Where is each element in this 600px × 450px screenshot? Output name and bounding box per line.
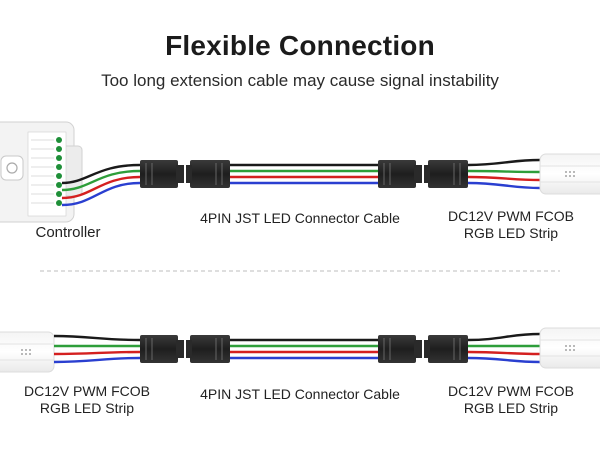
jst-connector-1 [140,160,184,188]
page-title: Flexible Connection [165,30,435,61]
led-strip-left-2 [0,331,55,373]
jst-connector-8 [424,335,468,363]
led-strip-right-1 [539,153,600,195]
controller-button [0,155,24,181]
jst-connector-2 [186,160,230,188]
jst-connector-5 [140,335,184,363]
strip-wires-2-left [53,334,141,364]
strip-label-row1-line2: RGB LED Strip [463,225,559,241]
controller-label: Controller [35,224,101,241]
terminal-block [56,137,62,206]
strip-label-row2-left-line2: RGB LED Strip [39,400,135,416]
page-subtitle: Too long extension cable may cause signa… [101,71,499,90]
led-strip-right-2 [539,327,600,369]
strip-wires-1 [467,158,541,190]
cable-label-row1: 4PIN JST LED Connector Cable [200,210,400,226]
strip-label-row2-right-line1: DC12V PWM FCOB [447,383,574,399]
controller-wires [61,163,141,207]
jst-connector-6 [186,335,230,363]
controller-device [0,121,83,223]
strip-label-row2-right-line2: RGB LED Strip [463,400,559,416]
cable-label-row2: 4PIN JST LED Connector Cable [200,386,400,402]
jst-connector-7 [378,335,422,363]
jst-connector-4 [424,160,468,188]
strip-wires-2-right [467,332,541,364]
connector-cable-1 [230,163,378,185]
strip-label-row2-left-line1: DC12V PWM FCOB [23,383,150,399]
jst-connector-3 [378,160,422,188]
connector-cable-2 [230,338,378,360]
strip-label-row1-line1: DC12V PWM FCOB [447,208,574,224]
